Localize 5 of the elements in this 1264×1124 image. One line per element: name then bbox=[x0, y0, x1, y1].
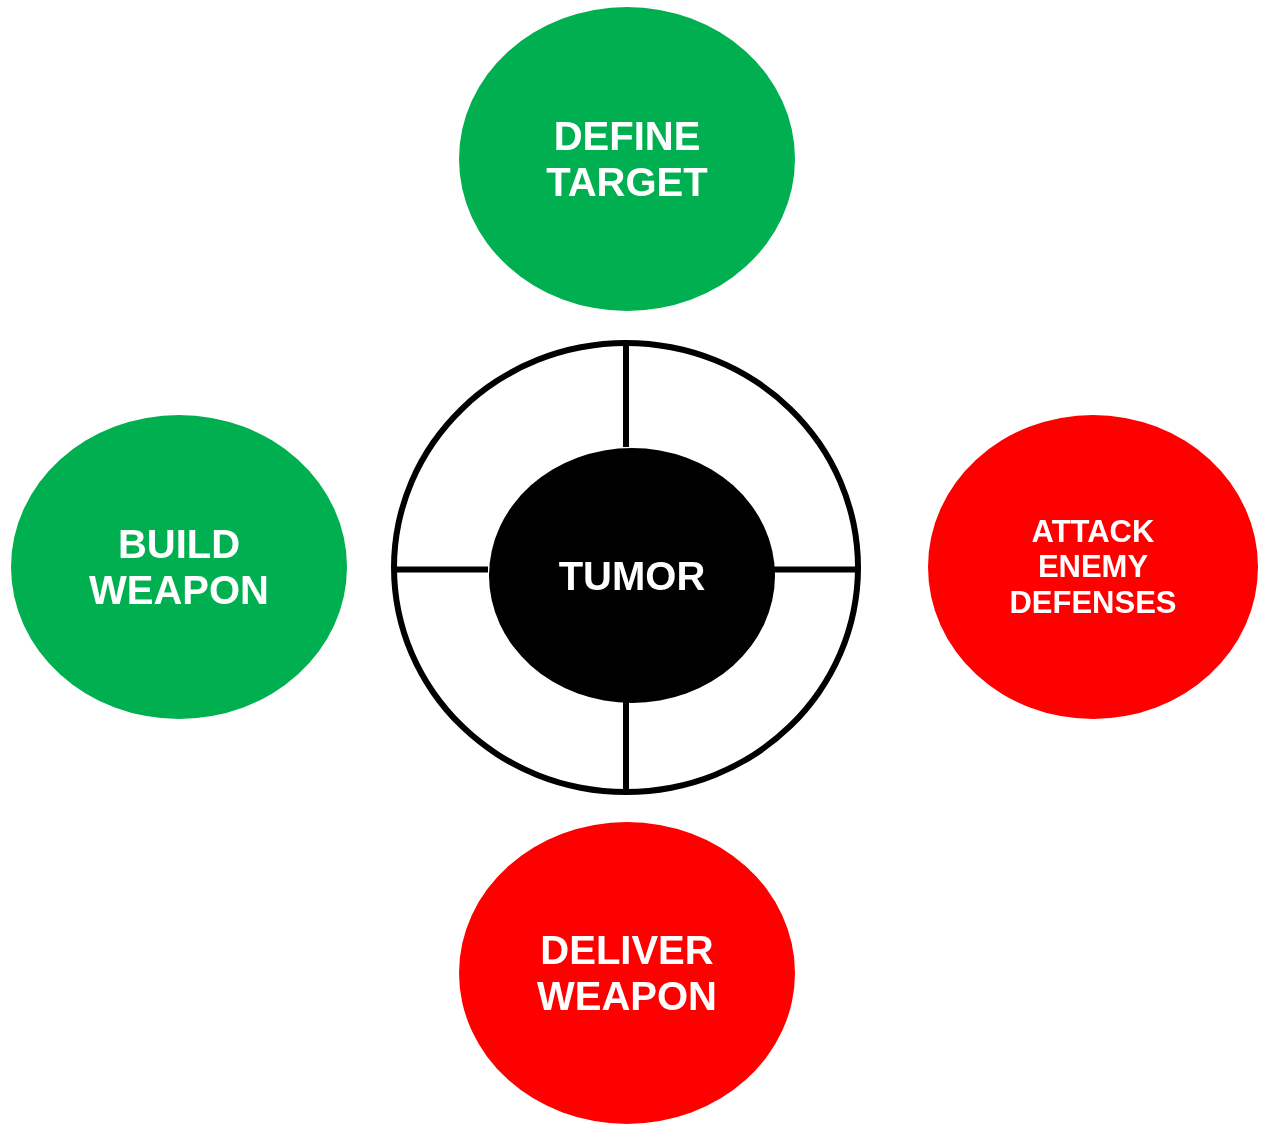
node-label: DEFINE TARGET bbox=[545, 113, 709, 205]
node-label: TUMOR bbox=[558, 552, 706, 599]
node-label: BUILD WEAPON bbox=[88, 521, 270, 613]
node-label: ATTACK ENEMY DEFENSES bbox=[1008, 513, 1178, 621]
node-label: DELIVER WEAPON bbox=[536, 927, 718, 1019]
